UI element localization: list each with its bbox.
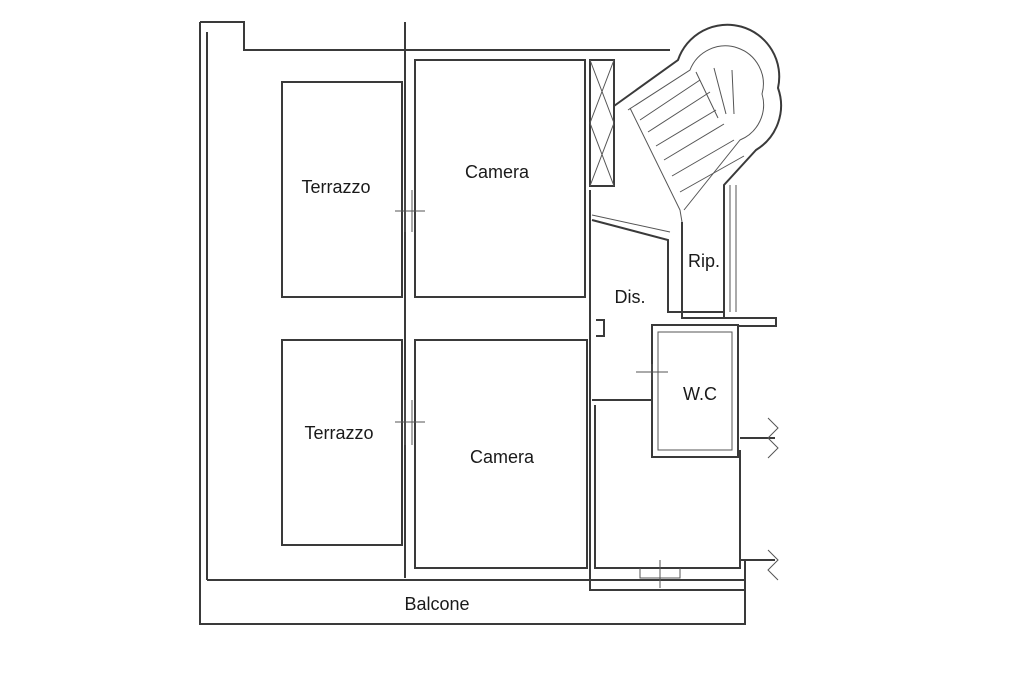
closet bbox=[589, 59, 615, 187]
window-lower bbox=[395, 400, 425, 445]
terrace-upper-label: Terrazzo bbox=[301, 177, 370, 197]
bedroom-upper-label: Camera bbox=[465, 162, 530, 182]
bedroom-lower-label: Camera bbox=[470, 447, 535, 467]
hallway-walls bbox=[589, 190, 745, 591]
storage-label: Rip. bbox=[688, 251, 720, 271]
bedroom-upper-area bbox=[414, 59, 586, 298]
service-room-walls bbox=[594, 405, 779, 588]
terrace-lower-area bbox=[281, 339, 403, 546]
bathroom-label: W.C bbox=[683, 384, 717, 404]
outer-walls bbox=[199, 21, 746, 625]
bathroom-walls bbox=[636, 324, 739, 458]
terrace-upper-area bbox=[281, 81, 403, 298]
bedroom-lower-area bbox=[414, 339, 588, 569]
storage-walls bbox=[681, 185, 777, 330]
balcony-label: Balcone bbox=[404, 594, 469, 614]
staircase bbox=[613, 23, 783, 240]
window-upper bbox=[395, 190, 425, 232]
hallway-label: Dis. bbox=[615, 287, 646, 307]
terrace-lower-label: Terrazzo bbox=[304, 423, 373, 443]
